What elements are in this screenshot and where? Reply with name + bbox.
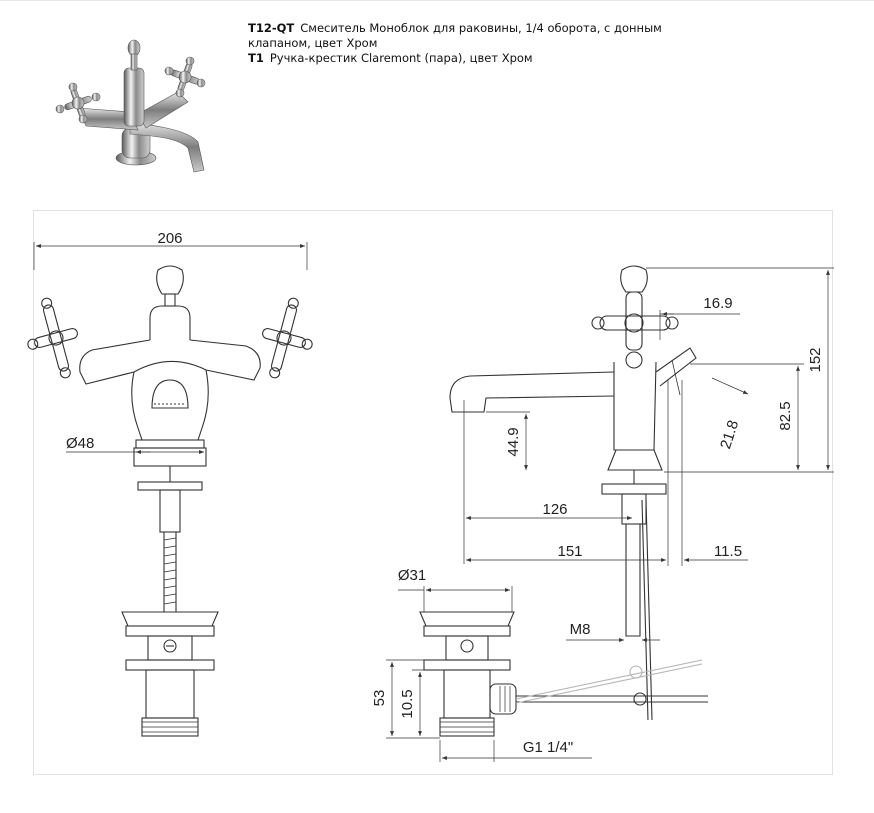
dim-206: 206 [157,230,182,247]
dim-152: 152 [807,347,824,372]
product-line-2: T1 Ручка-крестик Claremont (пара), цвет Х… [248,51,668,66]
product-text: Ручка-крестик Claremont (пара), цвет Хро… [269,51,533,65]
faucet-photo [55,39,206,173]
dim-44-9: 44.9 [505,427,522,456]
dim-m8: M8 [570,621,591,638]
dim-16-9: 16.9 [703,295,732,312]
front-view [27,242,313,737]
dimension-lines [386,267,834,762]
dim-53: 53 [371,690,388,707]
dim-g1-1-4: G1 1/4" [523,739,573,756]
top-divider [0,0,874,1]
side-view [419,265,708,737]
dim-dia-48: Ø48 [66,435,94,452]
dim-151: 151 [557,543,582,560]
product-text: Смеситель Моноблок для раковины, 1/4 обо… [248,21,662,50]
dim-dia-31: Ø31 [398,567,426,584]
product-code: T12-QT [248,21,295,35]
dim-21-8: 21.8 [717,418,742,451]
dim-10-5: 10.5 [399,689,416,718]
product-code: T1 [248,51,264,65]
dim-11-5: 11.5 [714,543,742,560]
dim-82-5: 82.5 [777,401,794,430]
drawing-frame [33,210,833,775]
dim-126: 126 [542,501,567,518]
